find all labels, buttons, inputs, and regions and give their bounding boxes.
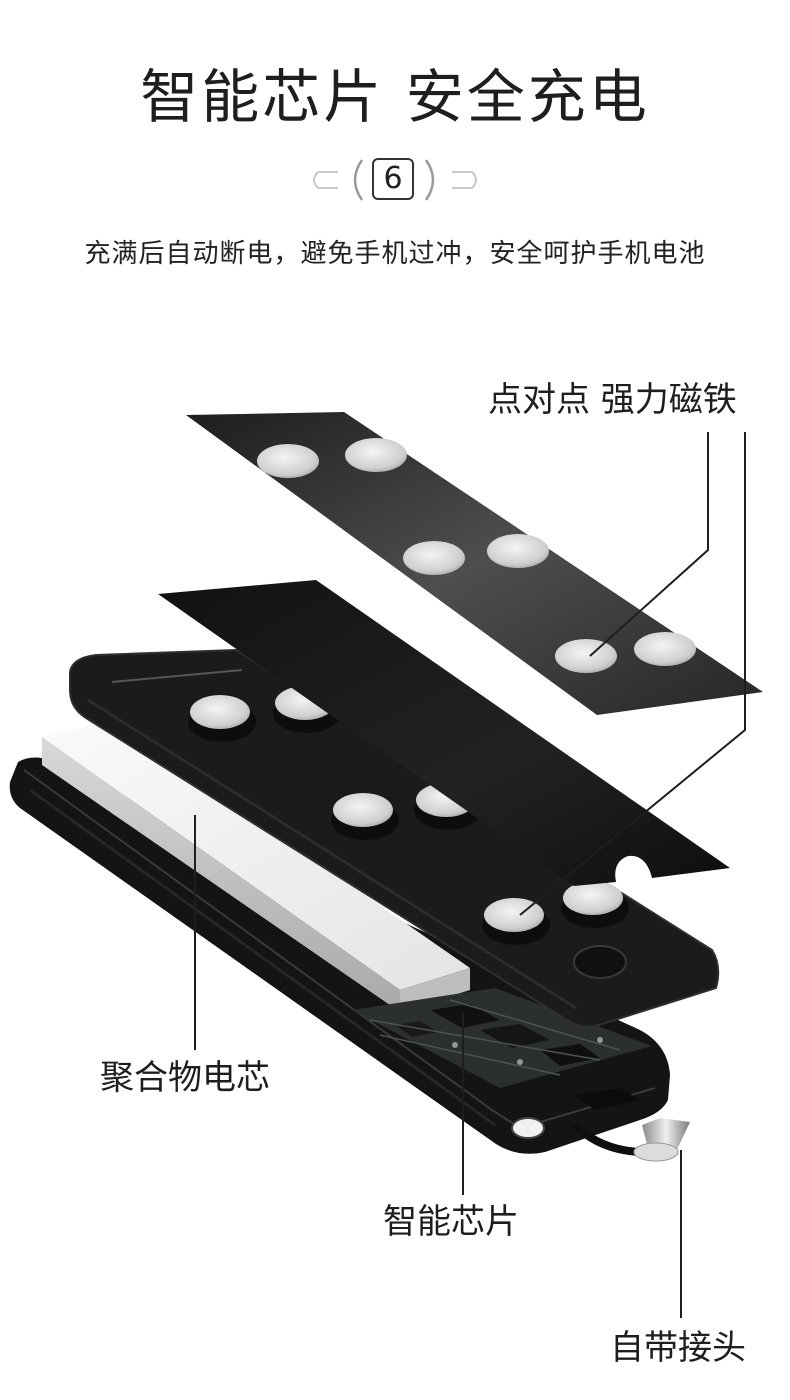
tray-magnet — [561, 881, 629, 928]
badge-number: 6 — [372, 158, 414, 200]
tray-magnet — [331, 793, 399, 840]
connector-cable — [511, 1088, 690, 1162]
plate-magnet — [403, 541, 465, 575]
callout-magnets: 点对点 强力磁铁 — [488, 380, 737, 420]
section-badge: 6 — [300, 152, 490, 208]
callout-chip: 智能芯片 — [383, 1202, 519, 1242]
plate-magnet — [345, 438, 407, 472]
bracket-left-icon — [353, 159, 364, 201]
tray-magnet — [188, 695, 256, 742]
middle-sheet — [158, 580, 730, 886]
callout-line-magnets-b — [519, 432, 746, 916]
bracket-right-icon — [424, 159, 435, 201]
chevron-left-icon — [313, 171, 338, 189]
subtitle: 充满后自动断电，避免手机过冲，安全呵护手机电池 — [84, 239, 706, 269]
plate-magnet — [634, 632, 696, 666]
circuit-board — [352, 988, 652, 1088]
tray-magnet — [482, 898, 550, 945]
plate-magnet — [257, 444, 319, 478]
callout-connector: 自带接头 — [610, 1328, 746, 1368]
plate-magnet — [487, 534, 549, 568]
plate-magnet — [555, 639, 617, 673]
chevron-right-icon — [452, 171, 477, 189]
callout-battery: 聚合物电芯 — [100, 1058, 270, 1098]
page-title: 智能芯片 安全充电 — [140, 63, 650, 131]
magnet-plate — [186, 412, 763, 715]
callout-line-magnets-a — [589, 432, 709, 657]
